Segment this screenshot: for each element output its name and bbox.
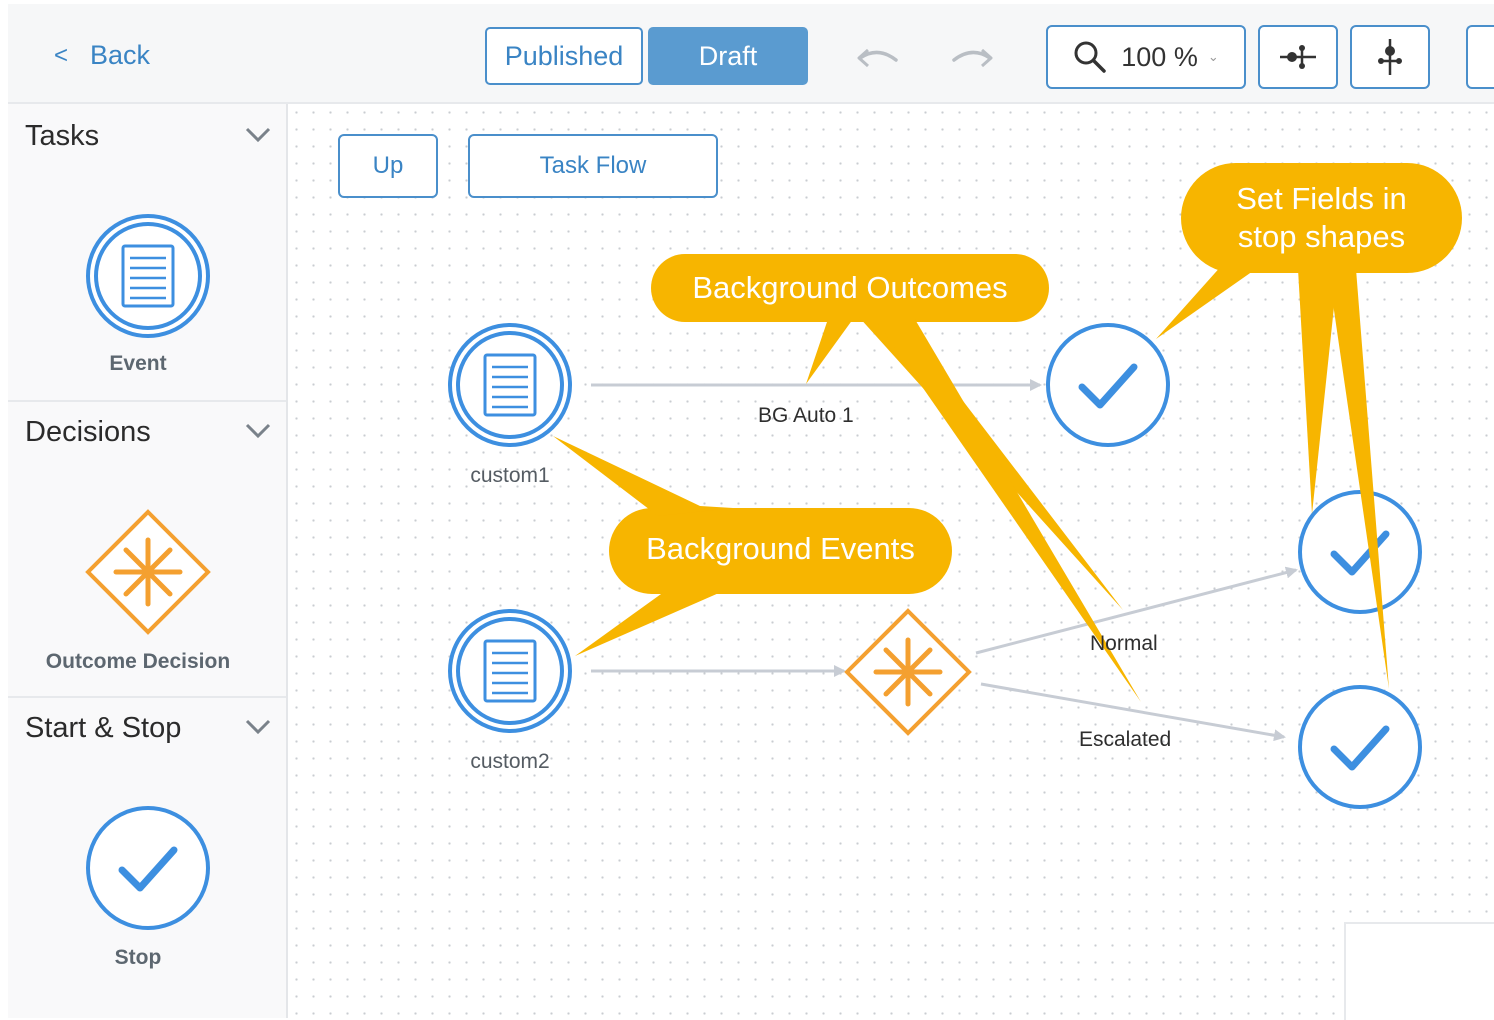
- event-node-custom1[interactable]: [448, 323, 572, 447]
- callout-text-background-outcomes: Background Outcomes: [692, 270, 1008, 305]
- horizontal-layout-icon: [1280, 45, 1316, 69]
- up-button[interactable]: Up: [338, 134, 438, 198]
- edge-decision-to-stop-escalated[interactable]: [980, 682, 1286, 742]
- callout-background-outcomes: [651, 254, 1141, 702]
- back-button[interactable]: < Back: [54, 40, 150, 71]
- shape-palette: Tasks Event Decisions Outcome Decision S…: [8, 104, 288, 1018]
- stop-node-3[interactable]: [1298, 685, 1422, 809]
- event-node-custom2[interactable]: [448, 609, 572, 733]
- zoom-control[interactable]: 100 % ⌄: [1046, 25, 1246, 89]
- edge-label-normal: Normal: [1090, 632, 1158, 655]
- more-toolbar-button[interactable]: [1466, 25, 1494, 89]
- callout-text-set-fields-line1: Set Fields in: [1236, 181, 1407, 216]
- edge-label-escalated: Escalated: [1079, 728, 1172, 751]
- tab-published[interactable]: Published: [485, 27, 643, 85]
- callout-set-fields: [1156, 163, 1462, 689]
- horizontal-layout-button[interactable]: [1258, 25, 1338, 89]
- edge-label-bg-auto-1: BG Auto 1: [758, 404, 854, 427]
- minimap-panel[interactable]: [1344, 922, 1494, 1020]
- stop-node-2[interactable]: [1298, 490, 1422, 614]
- palette-label-outcome-decision: Outcome Decision: [45, 650, 231, 673]
- tab-draft[interactable]: Draft: [648, 27, 808, 85]
- section-divider: [8, 696, 286, 698]
- outcome-decision-node[interactable]: [844, 608, 972, 736]
- back-chevron-icon: <: [54, 41, 69, 69]
- flow-canvas[interactable]: Up Task Flow: [288, 104, 1494, 1020]
- outcome-decision-icon[interactable]: [84, 508, 212, 636]
- zoom-dropdown-icon: ⌄: [1207, 49, 1219, 64]
- undo-icon[interactable]: [856, 40, 902, 74]
- search-icon: [1074, 41, 1107, 73]
- callout-background-events: [553, 436, 952, 656]
- callout-text-background-events: Background Events: [646, 531, 915, 566]
- node-label-custom1: custom1: [470, 464, 550, 487]
- back-label: Back: [90, 40, 151, 70]
- vertical-layout-icon: [1378, 39, 1402, 75]
- zoom-value: 100 %: [1121, 41, 1198, 72]
- flow-diagram: [448, 163, 1462, 809]
- section-divider: [8, 400, 286, 402]
- vertical-layout-button[interactable]: [1350, 25, 1430, 89]
- section-title-decisions: Decisions: [25, 416, 151, 448]
- top-toolbar: < Back Published Draft 100 % ⌄: [8, 4, 1494, 104]
- edge-decision-to-stop-normal[interactable]: [975, 566, 1298, 655]
- palette-label-event: Event: [109, 352, 167, 375]
- chevron-down-icon[interactable]: [244, 126, 272, 144]
- section-title-start-stop: Start & Stop: [25, 712, 182, 744]
- event-icon[interactable]: [84, 212, 212, 340]
- stop-icon[interactable]: [84, 804, 212, 932]
- node-label-custom2: custom2: [470, 750, 550, 773]
- task-flow-button[interactable]: Task Flow: [468, 134, 718, 198]
- callout-text-set-fields-line2: stop shapes: [1237, 219, 1406, 254]
- chevron-down-icon[interactable]: [244, 422, 272, 440]
- palette-label-stop: Stop: [114, 946, 162, 969]
- stop-node-1[interactable]: [1046, 323, 1170, 447]
- section-title-tasks: Tasks: [25, 120, 100, 152]
- chevron-down-icon[interactable]: [244, 718, 272, 736]
- redo-icon[interactable]: [948, 40, 994, 74]
